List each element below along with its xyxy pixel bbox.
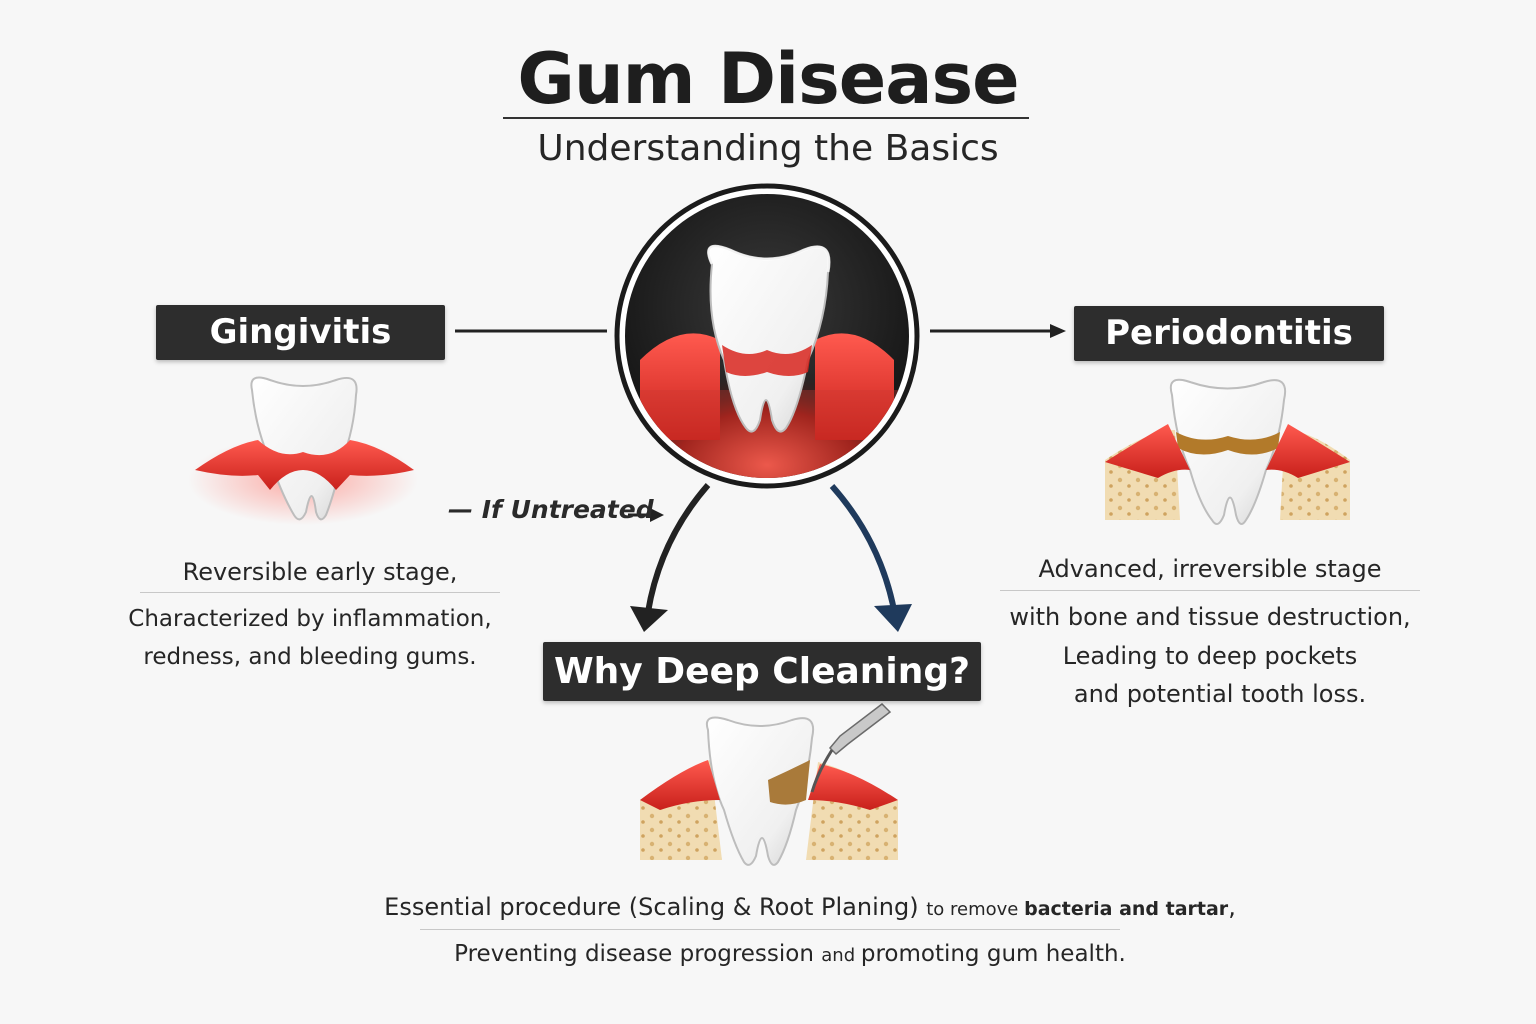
arrow-icon bbox=[645, 483, 711, 613]
gingivitis-tooth-icon bbox=[188, 376, 418, 525]
arrow-icon bbox=[829, 484, 897, 611]
periodontitis-desc-line2: with bone and tissue destruction, bbox=[1009, 603, 1411, 631]
arrow-icon bbox=[1050, 324, 1066, 338]
periodontitis-desc-line3: Leading to deep pockets bbox=[1062, 642, 1358, 670]
gingivitis-label: Gingivitis bbox=[156, 305, 445, 360]
gingivitis-desc-line2: Characterized by inflammation, bbox=[128, 606, 492, 632]
page-subtitle: Understanding the Basics bbox=[537, 128, 999, 169]
gingivitis-desc-line1: Reversible early stage, bbox=[182, 558, 458, 586]
arrow-icon bbox=[874, 604, 912, 632]
if-untreated-label: — If Untreated bbox=[448, 495, 654, 524]
deep-cleaning-divider bbox=[420, 929, 1120, 930]
arrow-icon bbox=[630, 606, 668, 632]
title-divider bbox=[503, 117, 1029, 119]
arrow-icon bbox=[650, 508, 664, 522]
deep-cleaning-desc-line2: Preventing disease progression and promo… bbox=[454, 941, 1126, 967]
scaler-tool-icon bbox=[810, 703, 892, 793]
deep-cleaning-label: Why Deep Cleaning? bbox=[543, 642, 981, 701]
gingivitis-divider bbox=[140, 592, 500, 593]
gingivitis-desc-line3: redness, and bleeding gums. bbox=[143, 644, 477, 670]
deep-cleaning-desc-line1: Essential procedure (Scaling & Root Plan… bbox=[384, 893, 1236, 921]
center-tooth-icon bbox=[614, 183, 920, 489]
page-title: Gum Disease bbox=[517, 38, 1019, 120]
deep-cleaning-tooth-icon bbox=[640, 716, 898, 866]
periodontitis-tooth-icon bbox=[1105, 378, 1350, 525]
periodontitis-label: Periodontitis bbox=[1074, 306, 1384, 361]
periodontitis-divider bbox=[1000, 590, 1420, 591]
periodontitis-desc-line1: Advanced, irreversible stage bbox=[1038, 555, 1382, 583]
periodontitis-desc-line4: and potential tooth loss. bbox=[1073, 680, 1367, 708]
